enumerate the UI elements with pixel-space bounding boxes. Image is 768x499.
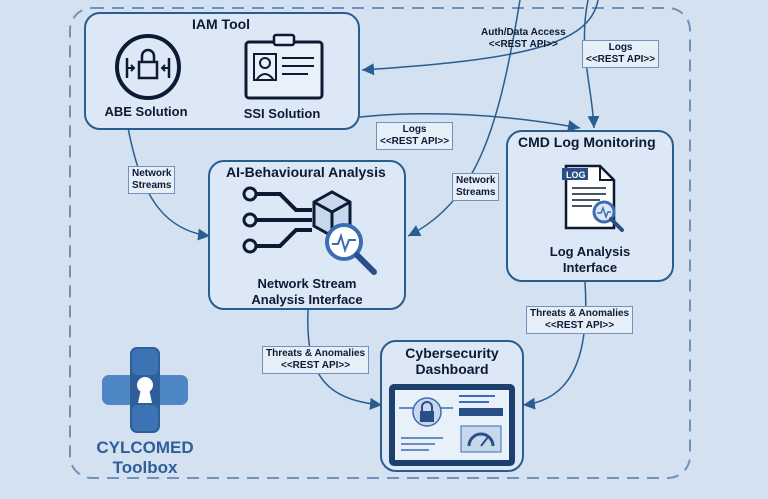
dashboard-title-line1: Cybersecurity [405,345,499,361]
ai-analysis-label-line2: Analysis Interface [251,292,363,307]
net-right-tag-line2: Streams [456,187,496,198]
ai-behavioural-analysis-box [208,160,406,310]
toolbox-dashed-frame [69,7,691,479]
logs-top-tag: Logs <<REST API>> [582,40,660,68]
logs-top-tag-line2: <<REST API>> [586,54,656,65]
logs-mid-tag: Logs <<REST API>> [376,122,454,150]
brand-name-line2: Toolbox [112,458,178,477]
dashboard-title-line2: Dashboard [415,361,489,377]
svg-text:LOG: LOG [566,170,586,180]
threats-anomalies-left-tag: Threats & Anomalies <<REST API>> [262,346,370,374]
keyhole-plus-logo-icon [102,347,188,433]
lock-balance-icon [115,34,181,100]
network-streams-right-tag: Network Streams [452,173,500,201]
arrow-auth-to-iam [361,0,599,76]
logs-top-tag-line1: Logs [608,42,633,53]
net-left-tag-line2: Streams [132,180,172,191]
logs-mid-tag-line2: <<REST API>> [380,136,450,147]
iam-tool-title: IAM Tool [192,16,251,32]
ssi-solution-label: SSI Solution [243,106,321,121]
threats-right-tag-line2: <<REST API>> [545,320,615,331]
arrow-ai-threats-to-dashboard [307,309,383,410]
brand-name-line1: CYLCOMED [96,438,194,457]
cmd-log-label-line1: Log Analysis [549,244,631,259]
cmd-log-title: CMD Log Monitoring [518,134,656,150]
cmd-log-label-line2: Interface [562,260,618,275]
network-streams-left-tag: Network Streams [128,166,176,194]
net-right-tag-line1: Network [456,175,496,186]
auth-tag-line1: Auth/Data Access [481,27,566,38]
logs-mid-tag-line1: Logs [402,124,427,135]
ai-analysis-label-line1: Network Stream [257,276,357,291]
ai-analysis-title: AI-Behavioural Analysis [226,164,386,180]
arrow-cmd-threats-to-dashboard [522,281,587,410]
arrow-streams-to-ai [407,0,521,237]
arrow-iam-streams-to-ai [127,127,211,241]
threats-left-tag-line2: <<REST API>> [281,360,351,371]
id-badge-icon [244,33,324,100]
threats-anomalies-right-tag: Threats & Anomalies <<REST API>> [526,306,634,334]
abe-solution-label: ABE Solution [104,104,188,119]
threats-left-tag-line1: Threats & Anomalies [266,348,366,359]
net-left-tag-line1: Network [132,168,172,179]
log-document-icon: LOG [562,164,624,232]
threats-right-tag-line1: Threats & Anomalies [530,308,630,319]
auth-data-access-tag: Auth/Data Access <<REST API>> [478,26,569,52]
auth-tag-line2: <<REST API>> [488,39,558,50]
monitor-dashboard-icon [389,384,515,466]
magnifier-icon [325,223,377,275]
